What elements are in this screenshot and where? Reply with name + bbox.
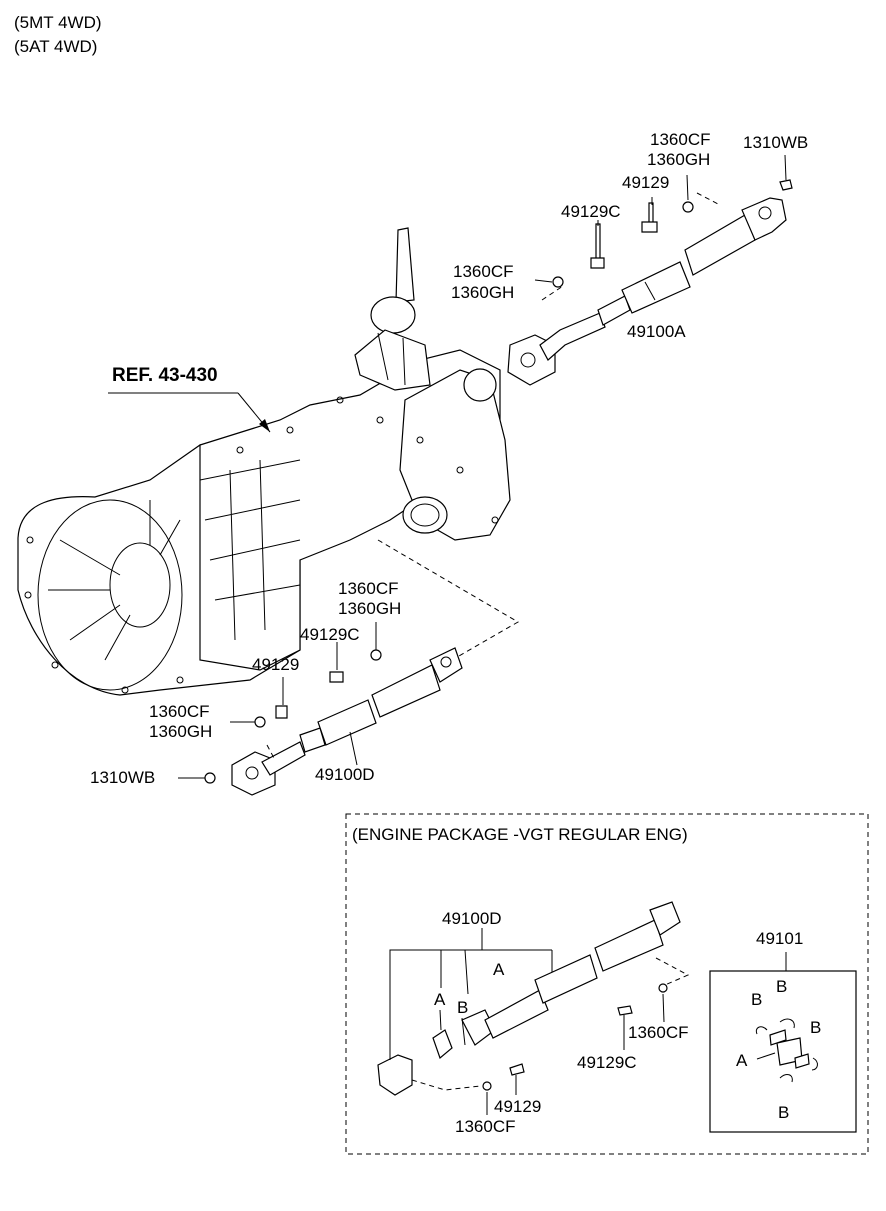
package-label-b: B [457,998,469,1017]
rear-1360cf-top: 1360CF [650,130,711,149]
rear-1360gh-bottom: 1360GH [451,283,515,302]
transmission-assembly [17,227,511,696]
package-49129c: 49129C [577,1053,637,1072]
front-49129c: 49129C [300,625,360,644]
package-shaft-assembly: 49100D [442,909,502,928]
rear-1310wb: 1310WB [743,133,809,152]
joint-kit-a: A [736,1051,748,1070]
package-shaft [377,901,681,1096]
package-49129: 49129 [494,1097,542,1116]
rear-49129: 49129 [622,173,670,192]
rear-1360cf-bottom: 1360CF [453,262,514,281]
universal-joint-cross [755,1018,818,1083]
package-label-a-right: A [493,960,505,979]
rear-propeller-shaft [507,197,787,386]
package-1360cf-top: 1360CF [628,1023,689,1042]
front-1360cf-bottom: 1360CF [149,702,210,721]
joint-kit-b-top: B [776,977,788,996]
package-label-a-left: A [434,990,446,1009]
joint-kit-b-right: B [810,1018,822,1037]
package-frame [345,813,869,1155]
joint-kit-part: 49101 [756,929,804,948]
front-1360gh-top: 1360GH [338,599,402,618]
joint-kit-b-bottom: B [778,1103,790,1122]
rear-49129c: 49129C [561,202,621,221]
header-line-1: (5MT 4WD) [14,13,102,32]
rear-1360gh-top: 1360GH [647,150,711,169]
rear-bolts [552,179,793,288]
ref-label: REF. 43-430 [112,365,218,386]
front-shaft-assembly: 49100D [315,765,375,784]
package-title: (ENGINE PACKAGE -VGT REGULAR ENG) [352,825,688,844]
package-1360cf-bottom: 1360CF [455,1117,516,1136]
front-1310wb: 1310WB [90,768,156,787]
front-49129: 49129 [252,655,300,674]
front-1360gh-bottom: 1360GH [149,722,213,741]
rear-shaft-assembly: 49100A [627,322,686,341]
header-line-2: (5AT 4WD) [14,37,98,56]
front-1360cf-top: 1360CF [338,579,399,598]
front-propeller-shaft [231,647,463,796]
joint-kit-b-top-left: B [751,990,763,1009]
